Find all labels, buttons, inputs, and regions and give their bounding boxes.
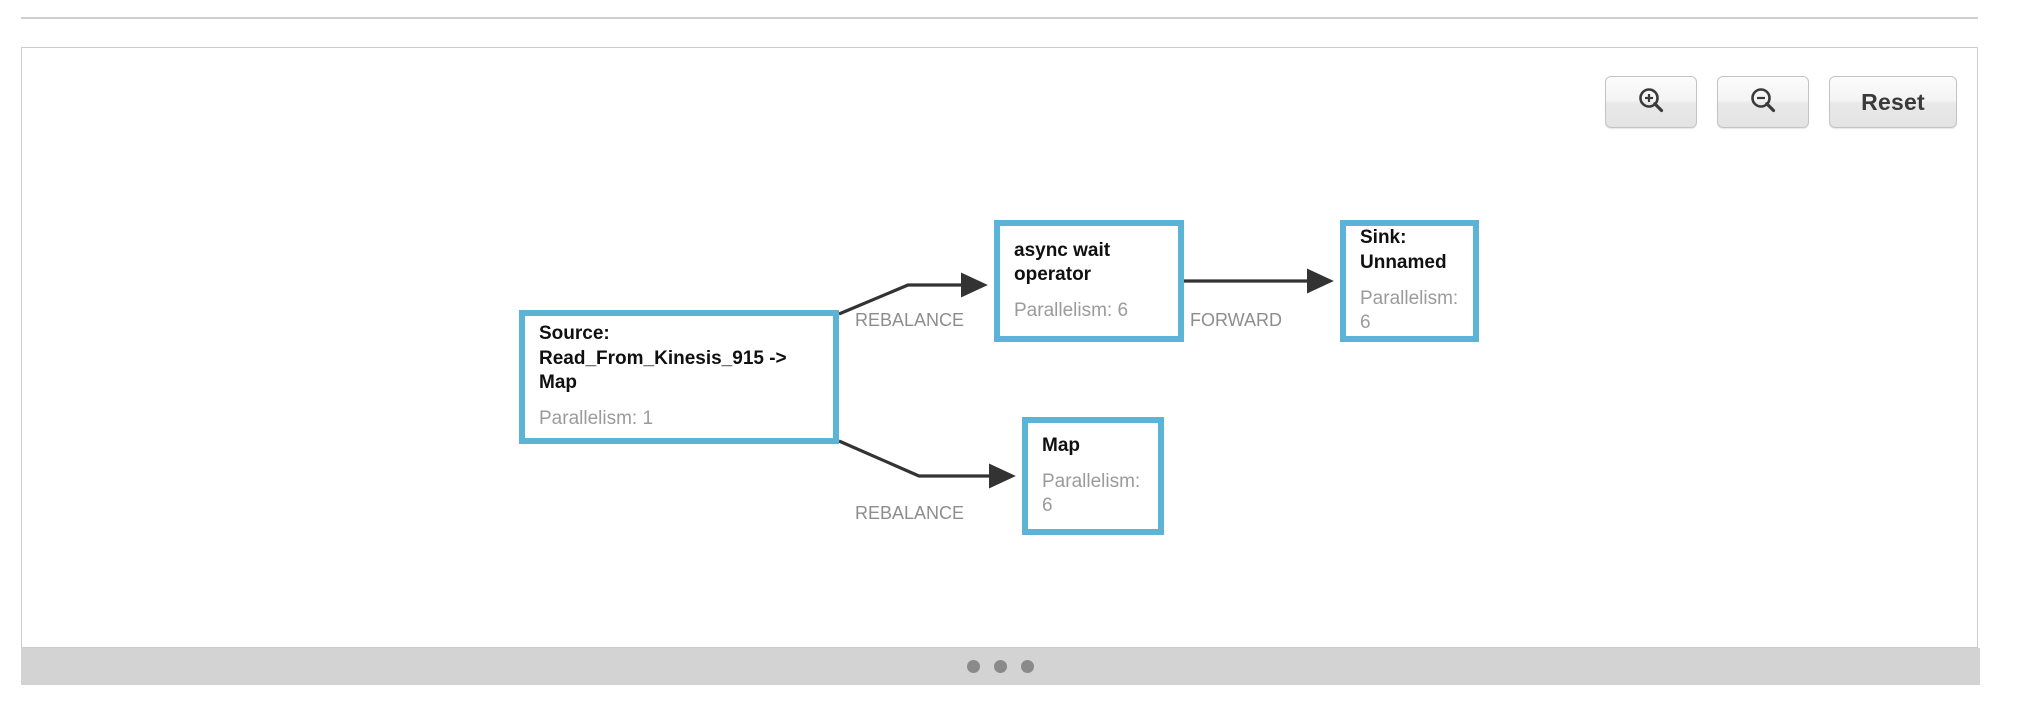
magnifier-minus-icon — [1748, 85, 1778, 120]
magnifier-plus-icon — [1636, 85, 1666, 120]
graph-toolbar: Reset — [1605, 76, 1957, 128]
pagination-dot[interactable] — [994, 660, 1007, 673]
graph-canvas[interactable]: REBALANCE FORWARD REBALANCE Source: Read… — [22, 48, 1977, 647]
graph-node-sink[interactable]: Sink: Unnamed Parallelism: 6 — [1340, 220, 1479, 342]
node-title: async wait operator — [1014, 239, 1111, 285]
graph-node-map[interactable]: Map Parallelism: 6 — [1022, 417, 1164, 535]
node-parallelism: Parallelism: 6 — [1014, 300, 1129, 322]
job-graph-panel: Reset REBALANCE FORWARD REBALANCE — [21, 47, 1978, 648]
node-title: Source: Read_From_Kinesis_915 -> Map — [539, 323, 787, 393]
edge-source-to-map — [838, 439, 1016, 489]
node-parallelism: Parallelism: 1 — [539, 408, 654, 430]
zoom-in-button[interactable] — [1605, 76, 1697, 128]
node-parallelism: Parallelism: 6 — [1360, 288, 1459, 334]
pagination-dot[interactable] — [967, 660, 980, 673]
graph-node-source[interactable]: Source: Read_From_Kinesis_915 -> Map Par… — [519, 310, 839, 444]
bottom-bar — [21, 648, 1980, 685]
edge-label-rebalance-bottom: REBALANCE — [855, 503, 965, 523]
node-title: Sink: Unnamed — [1360, 227, 1447, 273]
node-parallelism: Parallelism: 6 — [1042, 470, 1141, 517]
graph-node-async-wait-operator[interactable]: async wait operator Parallelism: 6 — [994, 220, 1184, 342]
pagination-dots[interactable] — [21, 648, 1980, 685]
zoom-out-button[interactable] — [1717, 76, 1809, 128]
edge-label-rebalance-top: REBALANCE — [855, 310, 965, 330]
reset-button-label: Reset — [1861, 88, 1925, 115]
pagination-dot[interactable] — [1021, 660, 1034, 673]
top-divider — [21, 17, 1978, 19]
reset-button[interactable]: Reset — [1829, 76, 1957, 128]
edge-label-forward: FORWARD — [1190, 310, 1282, 330]
node-title: Map — [1042, 434, 1080, 456]
graph-edges — [838, 268, 1334, 489]
